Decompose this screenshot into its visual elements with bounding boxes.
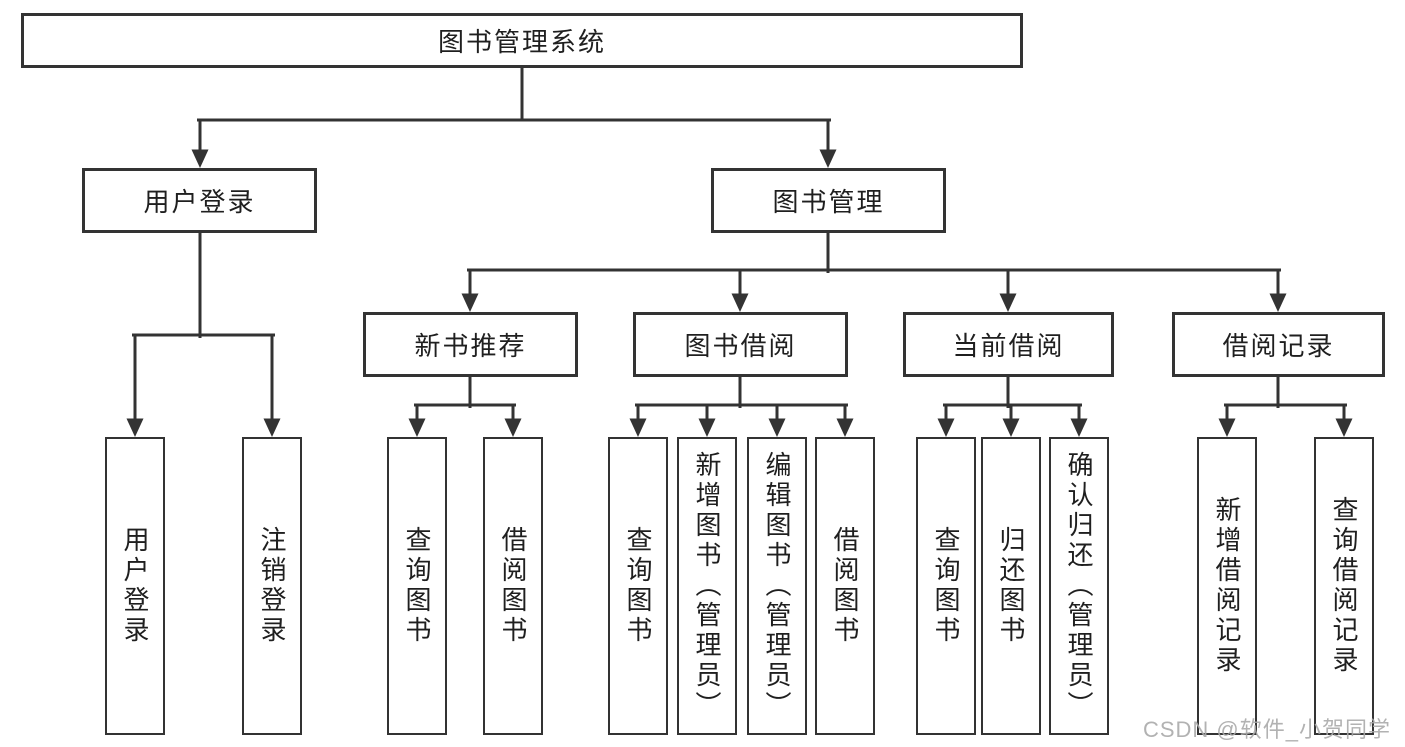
node-library-management-system: 图书管理系统 [21, 13, 1023, 68]
arrow-head [1002, 418, 1020, 437]
arrow-head [731, 293, 749, 312]
arrow-head [1070, 418, 1088, 437]
node-current-borrowing: 当前借阅 [903, 312, 1114, 377]
arrow-head [263, 418, 281, 437]
arrow-head [461, 293, 479, 312]
node-book-management: 图书管理 [711, 168, 946, 233]
node-new-book-recommend: 新书推荐 [363, 312, 578, 377]
leaf-query-borrow-record: 查询借阅记录 [1314, 437, 1374, 735]
leaf-confirm-return-admin: 确认归还（管理员） [1049, 437, 1109, 735]
arrow-head [999, 293, 1017, 312]
arrow-head [836, 418, 854, 437]
connector-lines [132, 66, 1347, 422]
arrow-head [1218, 418, 1236, 437]
arrow-head [1269, 293, 1287, 312]
leaf-query-books-current: 查询图书 [916, 437, 976, 735]
leaf-user-login: 用户登录 [105, 437, 165, 735]
arrow-head [1335, 418, 1353, 437]
leaf-borrow-books-recommend: 借阅图书 [483, 437, 543, 735]
node-user-login: 用户登录 [82, 168, 317, 233]
arrow-head [629, 418, 647, 437]
leaf-return-books: 归还图书 [981, 437, 1041, 735]
arrow-head [191, 149, 209, 168]
leaf-logout: 注销登录 [242, 437, 302, 735]
leaf-add-books-admin: 新增图书（管理员） [677, 437, 737, 735]
leaf-query-books-recommend: 查询图书 [387, 437, 447, 735]
leaf-query-books-borrowing: 查询图书 [608, 437, 668, 735]
arrow-head [819, 149, 837, 168]
csdn-watermark: CSDN @软件_小贺同学 [1142, 717, 1391, 742]
arrow-head [937, 418, 955, 437]
arrow-head [768, 418, 786, 437]
node-book-borrowing: 图书借阅 [633, 312, 848, 377]
arrow-head [408, 418, 426, 437]
arrow-head [698, 418, 716, 437]
arrow-head [126, 418, 144, 437]
arrow-heads [126, 149, 1353, 437]
leaf-add-borrow-record: 新增借阅记录 [1197, 437, 1257, 735]
arrow-head [504, 418, 522, 437]
node-borrow-records: 借阅记录 [1172, 312, 1385, 377]
leaf-edit-books-admin: 编辑图书（管理员） [747, 437, 807, 735]
leaf-borrow-books: 借阅图书 [815, 437, 875, 735]
